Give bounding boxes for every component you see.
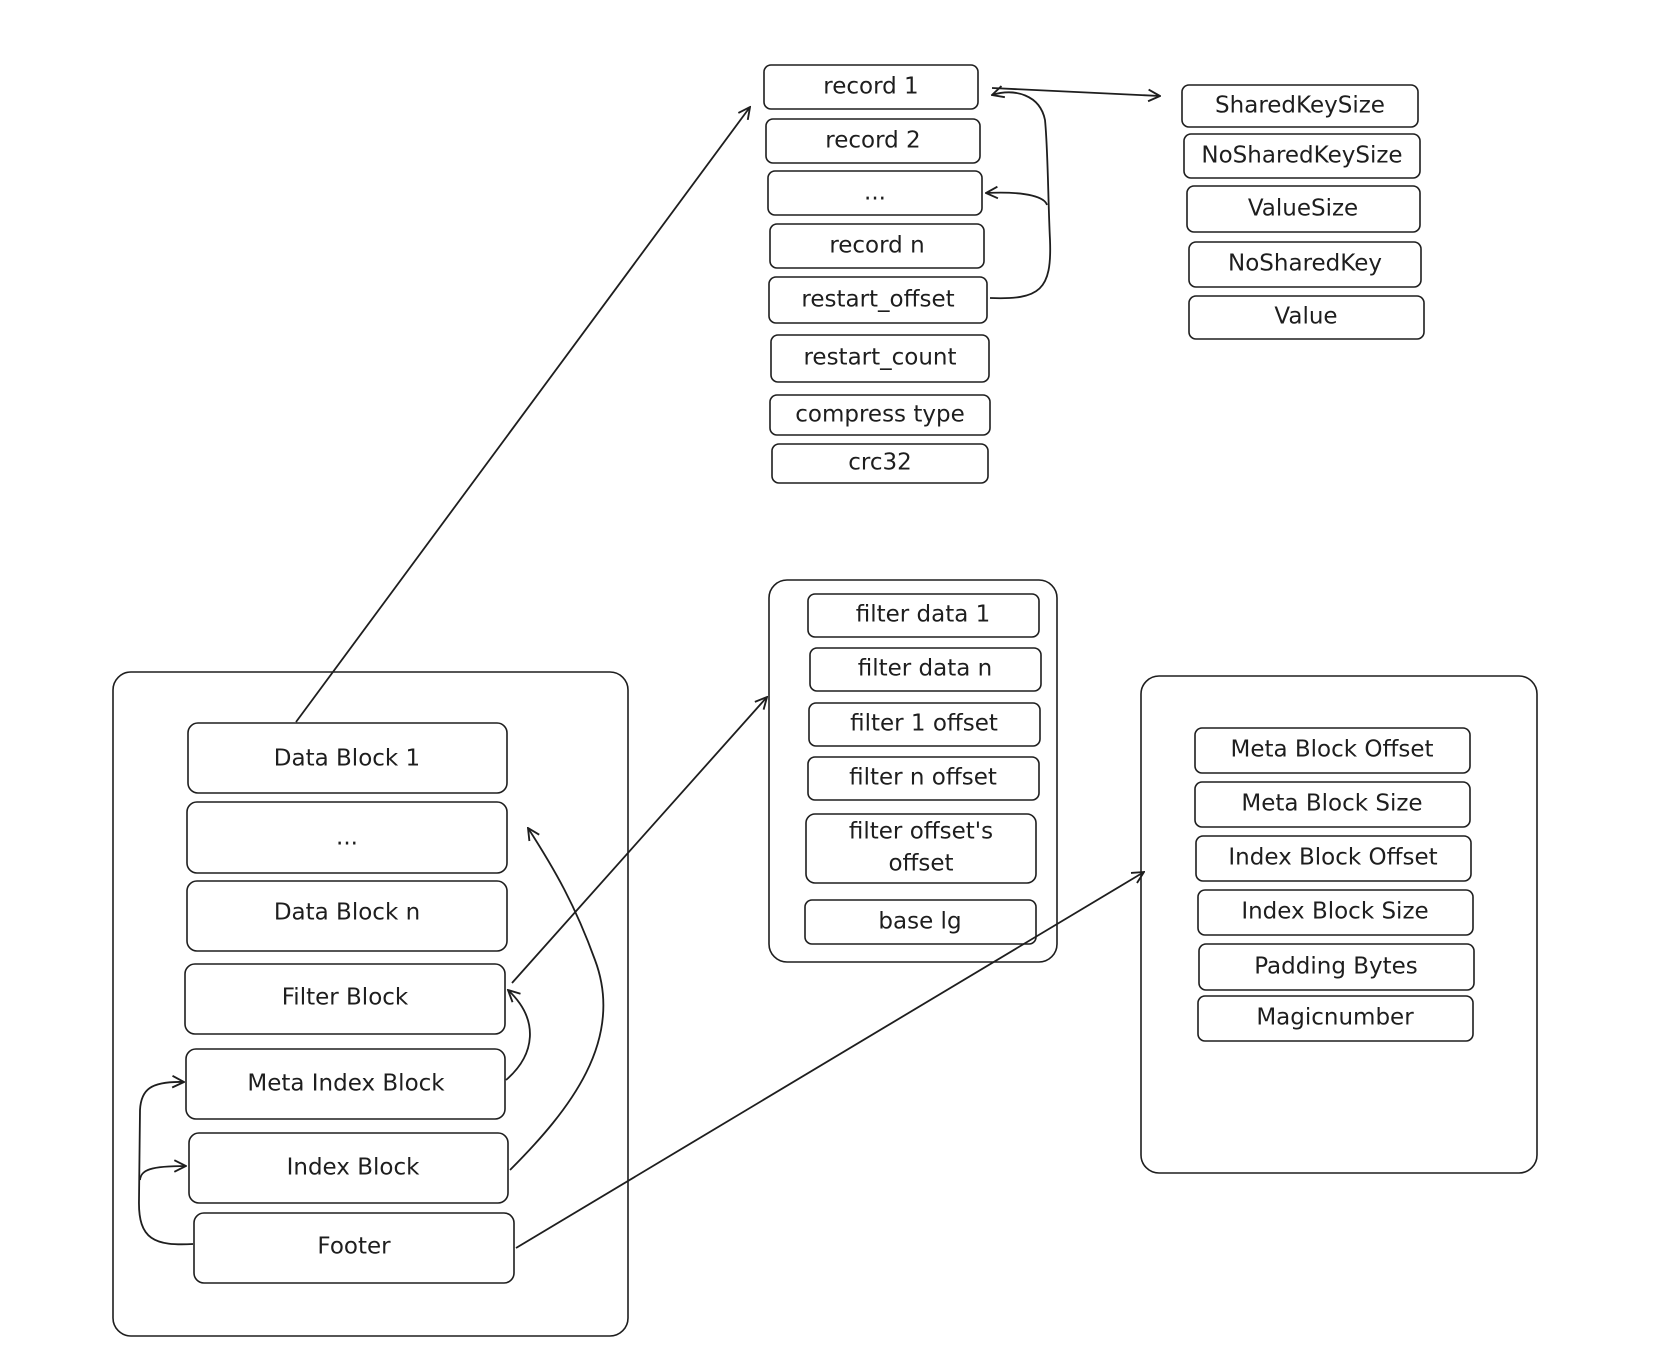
record-2-label: record 2 xyxy=(825,128,920,154)
crc32-label: crc32 xyxy=(848,450,912,476)
meta-block-offset-box: Meta Block Offset xyxy=(1194,727,1471,774)
index-block-box: Index Block xyxy=(188,1132,509,1204)
value-size-box: ValueSize xyxy=(1186,185,1421,233)
record-ellipsis-label: ... xyxy=(864,180,886,206)
filter-1-offset-box: filter 1 offset xyxy=(808,702,1041,747)
arrow-restart-offset-to-record-1 xyxy=(989,92,1052,300)
filter-n-offset-label: filter n offset xyxy=(849,765,997,791)
record-n-label: record n xyxy=(829,233,924,259)
footer-label: Footer xyxy=(317,1234,391,1260)
filter-offsets-offset-label-line2: offset xyxy=(888,851,953,877)
padding-bytes-label: Padding Bytes xyxy=(1254,954,1418,980)
restart-count-label: restart_count xyxy=(803,345,956,371)
data-block-1-box: Data Block 1 xyxy=(187,722,508,794)
padding-bytes-box: Padding Bytes xyxy=(1198,943,1475,991)
meta-block-size-label: Meta Block Size xyxy=(1241,791,1422,817)
meta-index-block-box: Meta Index Block xyxy=(185,1048,506,1120)
index-block-size-label: Index Block Size xyxy=(1241,899,1428,925)
data-block-record-stack: record 1 record 2 ... record n restart_o… xyxy=(763,64,991,484)
data-block-ellipsis-label: ... xyxy=(336,825,358,851)
restart-offset-label: restart_offset xyxy=(801,287,954,313)
meta-index-block-label: Meta Index Block xyxy=(247,1071,445,1097)
shared-key-size-label: SharedKeySize xyxy=(1215,93,1385,119)
arrow-meta-index-to-filter-block xyxy=(505,990,531,1081)
compress-type-label: compress type xyxy=(795,402,964,428)
arrow-record-to-fields xyxy=(991,87,1160,96)
filter-block-box: Filter Block xyxy=(184,963,506,1035)
no-shared-key-size-label: NoSharedKeySize xyxy=(1201,143,1402,169)
arrow-restart-offset-to-ellipsis xyxy=(986,193,1048,206)
record-1-label: record 1 xyxy=(823,74,918,100)
record-fields-stack: SharedKeySize NoSharedKeySize ValueSize … xyxy=(1181,84,1425,340)
arrow-data-block-to-records xyxy=(295,107,750,723)
magicnumber-label: Magicnumber xyxy=(1256,1005,1414,1031)
filter-data-n-box: filter data n xyxy=(809,647,1042,692)
value-box: Value xyxy=(1188,295,1425,340)
connectors xyxy=(138,87,1160,1249)
filter-n-offset-box: filter n offset xyxy=(807,756,1040,801)
arrow-filter-block-to-filter-data xyxy=(511,697,767,984)
filter-offsets-offset-box: filter offset's offset xyxy=(805,813,1037,884)
crc32-box: crc32 xyxy=(771,443,989,484)
record-1-box: record 1 xyxy=(763,64,979,110)
footer-box: Footer xyxy=(193,1212,515,1284)
shared-key-size-box: SharedKeySize xyxy=(1181,84,1419,128)
filter-data-1-box: filter data 1 xyxy=(807,593,1040,638)
filter-data-n-label: filter data n xyxy=(858,656,993,682)
filter-1-offset-label: filter 1 offset xyxy=(850,711,998,737)
index-block-offset-label: Index Block Offset xyxy=(1228,845,1437,871)
base-lg-box: base lg xyxy=(804,899,1037,945)
compress-type-box: compress type xyxy=(769,394,991,436)
record-2-box: record 2 xyxy=(765,118,981,164)
filter-block-label: Filter Block xyxy=(282,985,409,1011)
data-block-ellipsis-box: ... xyxy=(186,801,508,874)
sstable-container: Data Block 1 ... Data Block n Filter Blo… xyxy=(112,671,629,1337)
restart-count-box: restart_count xyxy=(770,334,990,383)
arrow-footer-to-index-block xyxy=(139,1166,186,1181)
data-block-1-label: Data Block 1 xyxy=(274,746,420,772)
value-label: Value xyxy=(1274,304,1337,330)
arrow-index-block-to-data-blocks xyxy=(509,828,605,1171)
filter-offsets-offset-label-line1: filter offset's xyxy=(849,819,993,845)
meta-block-offset-label: Meta Block Offset xyxy=(1230,737,1433,763)
data-block-n-box: Data Block n xyxy=(186,880,508,952)
record-ellipsis-box: ... xyxy=(767,170,983,216)
arrow-footer-to-footer-fields xyxy=(515,872,1144,1249)
no-shared-key-box: NoSharedKey xyxy=(1188,241,1422,288)
filter-data-1-label: filter data 1 xyxy=(856,602,991,628)
meta-block-size-box: Meta Block Size xyxy=(1194,781,1471,828)
index-block-label: Index Block xyxy=(287,1155,421,1181)
index-block-size-box: Index Block Size xyxy=(1197,889,1474,936)
filter-block-container: filter data 1 filter data n filter 1 off… xyxy=(768,579,1058,963)
record-n-box: record n xyxy=(769,223,985,269)
arrow-footer-to-meta-index xyxy=(138,1082,194,1246)
footer-container: Meta Block Offset Meta Block Size Index … xyxy=(1140,675,1538,1174)
restart-offset-box: restart_offset xyxy=(768,276,988,324)
value-size-label: ValueSize xyxy=(1248,196,1358,222)
index-block-offset-box: Index Block Offset xyxy=(1195,835,1472,882)
data-block-n-label: Data Block n xyxy=(274,900,420,926)
base-lg-label: base lg xyxy=(878,909,961,935)
magicnumber-box: Magicnumber xyxy=(1197,995,1474,1042)
no-shared-key-size-box: NoSharedKeySize xyxy=(1183,133,1421,179)
no-shared-key-label: NoSharedKey xyxy=(1228,251,1382,277)
